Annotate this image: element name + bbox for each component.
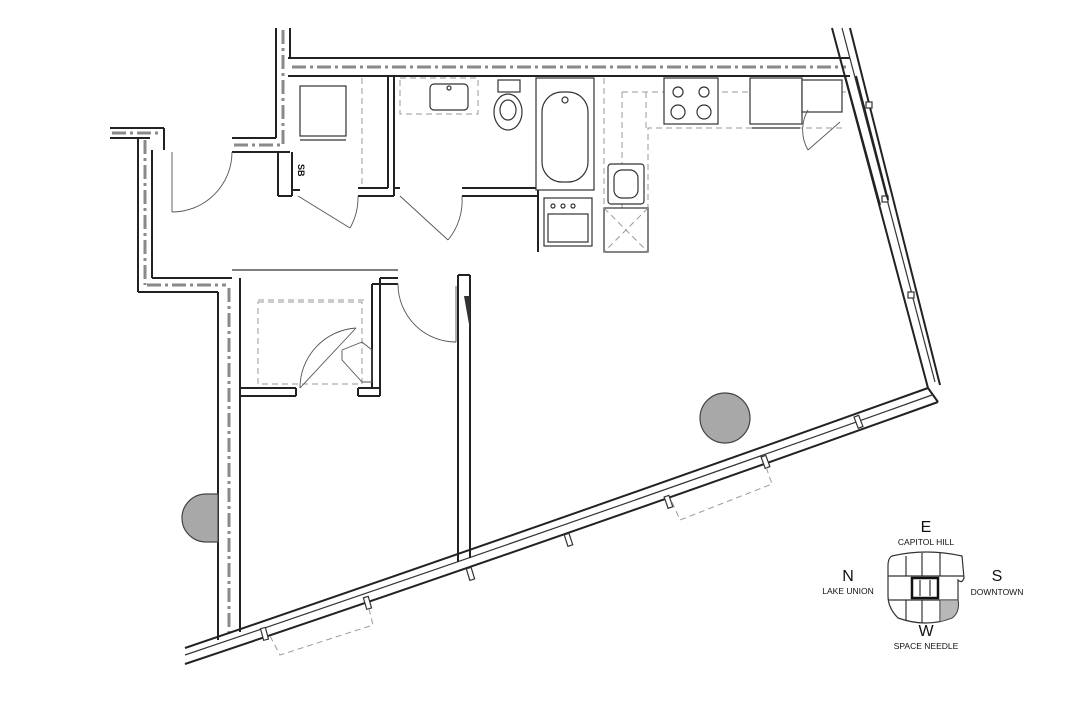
entry-closet: SB: [296, 78, 363, 188]
water-heater: [299, 85, 347, 137]
compass-east-label: CAPITOL HILL: [898, 537, 954, 547]
exterior-walls: [110, 28, 850, 640]
doors: [171, 151, 463, 389]
toilet-tank: [497, 79, 521, 93]
curved-window-wall: [184, 387, 939, 665]
kitchen: [603, 77, 846, 253]
column-living: [699, 392, 751, 444]
bathroom: [399, 77, 595, 247]
compass-north-label: LAKE UNION: [822, 586, 874, 596]
refrigerator: [749, 77, 803, 125]
compass-east-letter: E: [921, 519, 932, 536]
compass-north-letter: N: [842, 568, 854, 585]
angled-right-wall: [831, 27, 941, 389]
compass-west-letter: W: [918, 623, 934, 640]
compass-south-letter: S: [992, 568, 1003, 585]
stove: [663, 77, 719, 125]
compass-south-label: DOWNTOWN: [971, 587, 1024, 597]
keyplan-building: [887, 551, 965, 624]
vanity-sink: [429, 83, 469, 111]
compass-west-label: SPACE NEEDLE: [894, 641, 959, 651]
sb-label: SB: [296, 164, 306, 177]
interior-walls: [240, 76, 539, 562]
columns: [181, 392, 751, 543]
column-bedroom: [181, 493, 219, 543]
compass-keyplan: E CAPITOL HILL N LAKE UNION S DOWNTOWN W…: [822, 519, 1023, 651]
